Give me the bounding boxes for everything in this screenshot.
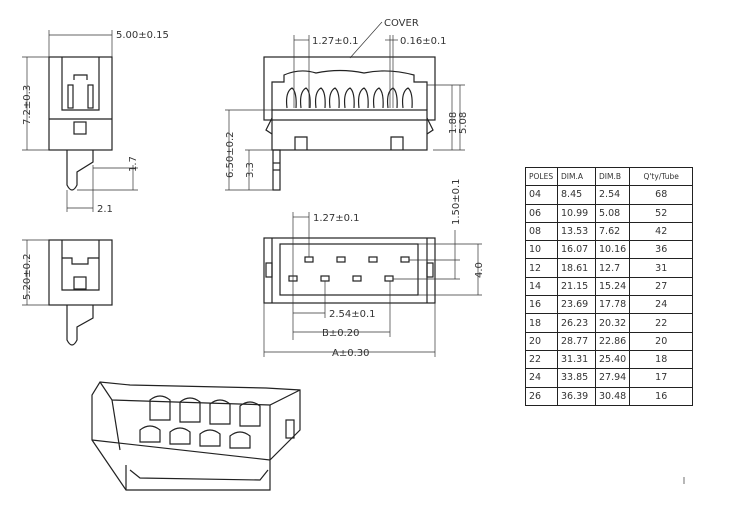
cell-dim-b: 17.78 [594, 295, 631, 315]
cell-dim-a: 23.69 [557, 295, 596, 315]
cell-poles: 06 [525, 203, 558, 223]
dim-pitch-side: 1.27±0.1 [312, 36, 359, 47]
dim-pitch-plan: 1.27±0.1 [313, 213, 360, 224]
dim-b: B±0.20 [322, 328, 360, 339]
cell-dim-a: 16.07 [557, 240, 596, 260]
cell-qty: 31 [629, 258, 694, 278]
cell-qty: 36 [629, 240, 694, 260]
cell-poles: 14 [525, 276, 558, 297]
cell-dim-b: 20.32 [594, 313, 631, 333]
cell-poles: 10 [525, 240, 558, 260]
dim-5-08: 5.08 [458, 112, 469, 134]
cell-poles: 12 [525, 258, 558, 278]
header-qty: Q'ty/Tube [629, 166, 694, 187]
cell-dim-b: 25.40 [594, 349, 631, 370]
cell-poles: 26 [525, 386, 558, 406]
front-view-top: 5.00±0.15 7.2±0.3 1.7 2.1 [22, 30, 169, 215]
dim-pin-length: 3.3 [245, 162, 256, 178]
cell-dim-b: 30.48 [594, 386, 631, 406]
cell-poles: 16 [525, 295, 558, 315]
cell-dim-b: 22.86 [594, 331, 631, 351]
cell-qty: 68 [629, 185, 694, 205]
cell-dim-b: 27.94 [594, 368, 631, 388]
dim-pin-offset-v: 1.7 [128, 156, 139, 172]
cell-dim-b: 15.24 [594, 276, 631, 297]
cell-dim-b: 2.54 [594, 185, 631, 205]
cell-qty: 52 [629, 203, 694, 223]
dim-1-88: 1.88 [448, 112, 459, 134]
dim-width-top: 5.00±0.15 [116, 30, 169, 41]
cell-poles: 18 [525, 313, 558, 333]
front-view-bottom: 5.20±0.2 [22, 239, 113, 346]
cell-dim-a: 31.31 [557, 349, 596, 370]
cell-qty: 27 [629, 276, 694, 297]
dim-a: A±0.30 [332, 348, 370, 359]
cell-qty: 16 [629, 386, 694, 406]
plan-view: 1.27±0.1 1.50±0.1 4.0 2.54±0.1 B±0.20 A±… [263, 178, 485, 359]
cell-dim-b: 7.62 [594, 221, 631, 242]
cell-dim-a: 28.77 [557, 331, 596, 351]
cell-dim-a: 8.45 [557, 185, 596, 205]
cell-poles: 20 [525, 331, 558, 351]
dim-body-width: 4.0 [474, 262, 485, 278]
header-poles: POLES [525, 166, 558, 187]
cell-poles: 08 [525, 221, 558, 242]
dim-pin-offset-h: 2.1 [97, 204, 113, 215]
cell-qty: 42 [629, 221, 694, 242]
dim-height-bottom: 5.20±0.2 [22, 253, 33, 300]
cell-dim-a: 33.85 [557, 368, 596, 388]
cell-qty: 22 [629, 313, 694, 333]
cell-poles: 24 [525, 368, 558, 388]
cell-dim-b: 5.08 [594, 203, 631, 223]
cell-dim-a: 26.23 [557, 313, 596, 333]
cell-dim-b: 12.7 [594, 258, 631, 278]
cell-qty: 24 [629, 295, 694, 315]
dim-total-height: 6.50±0.2 [225, 131, 236, 178]
cover-label: COVER [384, 18, 419, 29]
cell-poles: 22 [525, 349, 558, 370]
table-header-row: POLES DIM.A DIM.B Q'ty/Tube [525, 166, 694, 187]
cell-dim-a: 13.53 [557, 221, 596, 242]
cell-dim-a: 36.39 [557, 386, 596, 406]
header-dim-a: DIM.A [557, 166, 596, 187]
cell-poles: 04 [525, 185, 558, 205]
pin-holes [288, 256, 410, 282]
cell-qty: 20 [629, 331, 694, 351]
dim-row-spacing: 1.50±0.1 [451, 178, 462, 225]
cell-dim-a: 18.61 [557, 258, 596, 278]
isometric-view [91, 381, 301, 491]
dim-height-top: 7.2±0.3 [22, 85, 33, 125]
cell-qty: 17 [629, 368, 694, 388]
dim-contact-width: 0.16±0.1 [400, 36, 447, 47]
cell-dim-b: 10.16 [594, 240, 631, 260]
side-view: 1.27±0.1 0.16±0.1 COVER 6.50±0.2 3.3 1.8… [225, 18, 469, 191]
header-dim-b: DIM.B [594, 166, 631, 187]
cell-qty: 18 [629, 349, 694, 370]
dim-pitch-row: 2.54±0.1 [329, 309, 376, 320]
cell-dim-a: 10.99 [557, 203, 596, 223]
cell-dim-a: 21.15 [557, 276, 596, 297]
